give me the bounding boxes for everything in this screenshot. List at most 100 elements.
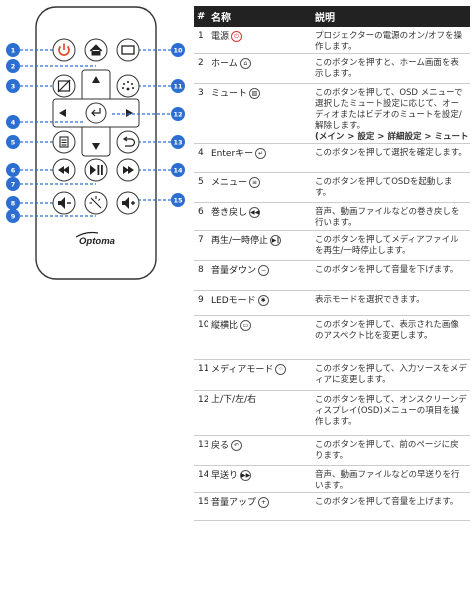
row-name: 再生/一時停止▶‖ (208, 230, 312, 261)
brand-swoosh (75, 231, 99, 238)
menu-icon (59, 136, 69, 148)
callout-7: 7 (6, 177, 20, 191)
row-name-text: 上/下/左/右 (211, 395, 257, 405)
row-description-text: このボタンを押すと、ホーム画面を表示します。 (315, 58, 459, 79)
play-pause-icon: ▶‖ (270, 235, 282, 246)
left-arrow-icon (59, 109, 66, 117)
aspect-ratio-button[interactable] (116, 38, 140, 62)
row-name: 上/下/左/右 (208, 390, 312, 436)
row-name: Enterキー↵ (208, 143, 312, 173)
svg-text:6: 6 (11, 167, 16, 175)
row-description-text: このボタンを押してOSDを起動します。 (315, 177, 453, 198)
row-name-text: LEDモード (211, 296, 256, 306)
row-description: このボタンを押してメディアファイルを再生/一時停止します。 (312, 230, 470, 261)
row-description: このボタンを押して、入力ソースをメディアに変更します。 (312, 359, 470, 391)
row-description-text: このボタンを押して選択を確定します。 (315, 148, 467, 158)
back-icon: ↶ (231, 440, 243, 451)
fast-forward-icon: ▶▶ (240, 470, 252, 481)
svg-text:2: 2 (11, 63, 16, 71)
row-name: 縦横比▭ (208, 315, 312, 360)
svg-text:15: 15 (173, 197, 183, 205)
row-number: 6 (194, 202, 208, 231)
media-mode-icon: ⁘ (275, 364, 287, 375)
aspect-ratio-icon (121, 45, 135, 55)
row-description: このボタンを押して、前のページに戻ります。 (312, 435, 470, 466)
callout-4: 4 (6, 115, 20, 129)
brand-logo: Optoma (79, 236, 115, 247)
row-description: このボタンを押して選択を確定します。 (312, 143, 470, 173)
media-mode-button[interactable] (116, 74, 140, 98)
row-name-text: メニュー (211, 178, 248, 188)
power-icon: ⏻ (231, 31, 243, 42)
row-description: このボタンを押して、オンスクリーンディスプレイ(OSD)メニューの項目を操作しま… (312, 390, 470, 436)
row-name: 戻る↶ (208, 435, 312, 466)
svg-text:4: 4 (11, 119, 16, 127)
back-button[interactable] (116, 130, 140, 154)
row-number: 8 (194, 260, 208, 291)
row-number: 10 (194, 315, 208, 360)
header-name: 名称 (208, 6, 312, 27)
row-name: ホーム⌂ (208, 53, 312, 84)
callout-1: 1 (6, 43, 20, 57)
table-header-row: # 名称 説明 (194, 6, 470, 27)
row-description-text: このボタンを押して音量を下げます。 (315, 265, 459, 275)
row-name-text: 戻る (211, 441, 230, 451)
table-row: 11メディアモード⁘このボタンを押して、入力ソースをメディアに変更します。 (194, 359, 470, 391)
callout-10: 10 (171, 43, 185, 57)
callout-13: 13 (171, 135, 185, 149)
home-icon (89, 44, 103, 56)
row-number: 9 (194, 290, 208, 316)
callout-12: 12 (171, 107, 185, 121)
row-number: 13 (194, 435, 208, 466)
row-name: 早送り▶▶ (208, 465, 312, 493)
up-arrow-icon (92, 76, 100, 83)
row-name: 音量アップ+ (208, 492, 312, 521)
svg-text:5: 5 (11, 139, 16, 147)
svg-text:10: 10 (173, 47, 183, 55)
callout-8: 8 (6, 196, 20, 210)
callout-2: 2 (6, 59, 20, 73)
aspect-ratio-icon: ▭ (240, 320, 252, 331)
row-name: 音量ダウン− (208, 260, 312, 291)
row-name-text: 音量ダウン (211, 266, 257, 276)
row-description: このボタンを押して音量を上げます。 (312, 492, 470, 521)
back-icon (122, 136, 136, 147)
mute-icon (57, 79, 71, 93)
table-row: 10縦横比▭このボタンを押して、表示された画像のアスペクト比を変更します。 (194, 315, 470, 360)
row-number: 1 (194, 27, 208, 54)
row-description-text: このボタンを押して音量を上げます。 (315, 497, 459, 507)
row-description-text: このボタンを押して、入力ソースをメディアに変更します。 (315, 364, 467, 385)
power-icon (58, 43, 70, 56)
play-pause-icon (90, 165, 103, 175)
row-description: このボタンを押して音量を下げます。 (312, 260, 470, 291)
right-arrow-icon (126, 109, 133, 117)
row-description-text: 表示モードを選択できます。 (315, 295, 425, 305)
row-number: 5 (194, 172, 208, 203)
callout-3: 3 (6, 79, 20, 93)
callout-5: 5 (6, 135, 20, 149)
row-description: このボタンを押すと、ホーム画面を表示します。 (312, 53, 470, 84)
table-row: 12上/下/左/右このボタンを押して、オンスクリーンディスプレイ(OSD)メニュ… (194, 390, 470, 436)
row-description-text: 音声、動画ファイルなどの巻き戻しを行います。 (315, 207, 460, 228)
table-row: 15音量アップ+このボタンを押して音量を上げます。 (194, 492, 470, 521)
row-number: 14 (194, 465, 208, 493)
row-description-text: このボタンを押して、表示された画像のアスペクト比を変更します。 (315, 320, 459, 341)
row-name-text: 縦横比 (211, 321, 239, 331)
row-description-text: このボタンを押して、前のページに戻ります。 (315, 440, 459, 461)
callout-markers: 1 2 3 4 5 6 7 8 9 10 11 12 13 14 15 (6, 43, 185, 223)
row-name: メディアモード⁘ (208, 359, 312, 391)
home-icon: ⌂ (239, 58, 251, 69)
row-name: 巻き戻し◀◀ (208, 202, 312, 231)
rewind-icon (58, 166, 69, 174)
volume-up-icon: + (258, 497, 270, 508)
row-description: 音声、動画ファイルなどの巻き戻しを行います。 (312, 202, 470, 231)
row-description-text: プロジェクターの電源のオン/オフを操作します。 (315, 31, 463, 52)
